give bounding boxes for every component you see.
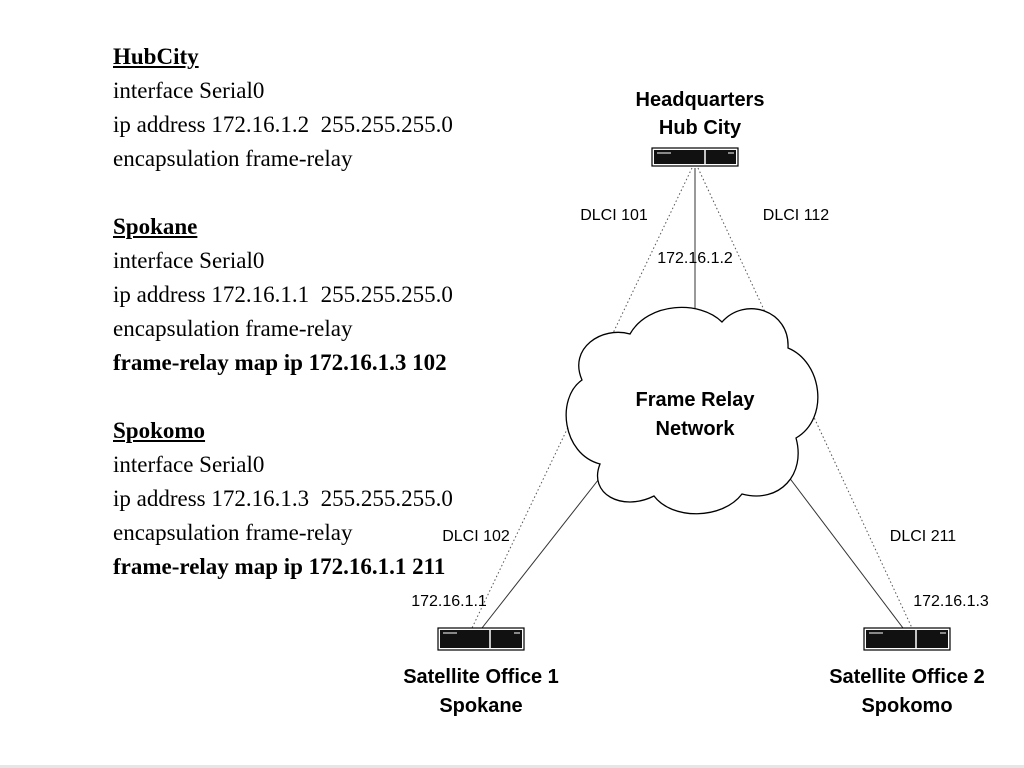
sat2-title: Satellite Office 2: [829, 666, 985, 688]
hq-title: Headquarters: [636, 89, 765, 111]
cloud-label-line2: Network: [656, 418, 736, 440]
sat2-router-icon: [863, 627, 951, 651]
access-links: [481, 168, 904, 629]
sat2-subtitle: Spokomo: [861, 695, 952, 717]
config-line: ip address 172.16.1.1 255.255.255.0: [113, 282, 453, 307]
frame-relay-cloud-icon: [565, 306, 819, 515]
config-line: encapsulation frame-relay: [113, 146, 353, 171]
hq-router-icon: [651, 147, 739, 167]
config-line: interface Serial0: [113, 248, 265, 273]
config-line-frame-relay-map: frame-relay map ip 172.16.1.3 102: [113, 350, 447, 375]
config-line-frame-relay-map: frame-relay map ip 172.16.1.1 211: [113, 554, 446, 579]
config-header-spokane: Spokane: [113, 214, 198, 239]
config-line: ip address 172.16.1.3 255.255.255.0: [113, 486, 453, 511]
config-block-hubcity: HubCity interface Serial0 ip address 172…: [113, 40, 453, 176]
sat1-subtitle: Spokane: [439, 695, 522, 717]
config-block-spokane: Spokane interface Serial0 ip address 172…: [113, 210, 453, 380]
pvc-hq-to-sat1: [471, 167, 693, 629]
config-line: encapsulation frame-relay: [113, 316, 353, 341]
config-line: encapsulation frame-relay: [113, 520, 353, 545]
dlci-102-label: DLCI 102: [442, 528, 510, 545]
router-config-text: HubCity interface Serial0 ip address 172…: [113, 40, 453, 584]
pvc-dotted-lines: [471, 167, 913, 629]
dlci-112-label: DLCI 112: [763, 207, 830, 224]
hq-subtitle: Hub City: [659, 117, 742, 139]
footer-divider: [0, 765, 1024, 768]
link-sat1-to-cloud: [481, 469, 607, 629]
config-header-hubcity: HubCity: [113, 44, 199, 69]
pvc-hq-to-sat2: [697, 167, 913, 629]
cloud-label-line1: Frame Relay: [636, 389, 756, 411]
dlci-211-label: DLCI 211: [890, 528, 957, 545]
sat1-title: Satellite Office 1: [403, 666, 559, 688]
ip-sat1-label: 172.16.1.1: [411, 593, 487, 610]
dlci-101-label: DLCI 101: [580, 207, 648, 224]
config-line: interface Serial0: [113, 78, 265, 103]
link-sat2-to-cloud: [781, 467, 904, 629]
ip-sat2-label: 172.16.1.3: [913, 593, 989, 610]
config-header-spokomo: Spokomo: [113, 418, 206, 443]
config-block-spokomo: Spokomo interface Serial0 ip address 172…: [113, 414, 453, 584]
sat1-router-icon: [437, 627, 525, 651]
config-line: ip address 172.16.1.2 255.255.255.0: [113, 112, 453, 137]
config-line: interface Serial0: [113, 452, 265, 477]
ip-hq-label: 172.16.1.2: [657, 250, 733, 267]
